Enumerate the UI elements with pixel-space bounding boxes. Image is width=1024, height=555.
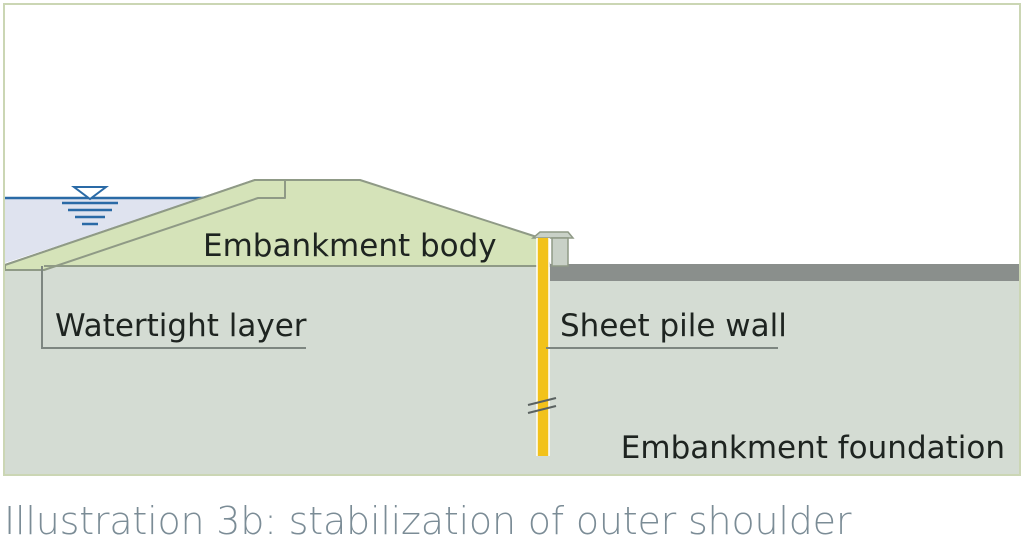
embankment-foundation-area — [5, 266, 1019, 474]
sheet-pile-wall-label: Sheet pile wall — [560, 308, 787, 344]
watertight-layer-label: Watertight layer — [55, 308, 307, 344]
watertight-layer-shape — [4, 179, 286, 271]
embankment-diagram: Embankment body Watertight layer Sheet p… — [3, 3, 1021, 476]
break-symbol — [527, 397, 557, 414]
water-level-triangle-icon — [62, 186, 118, 226]
paved-surface — [550, 264, 1019, 281]
embankment-foundation-label: Embankment foundation — [621, 430, 1005, 466]
watertight-layer-leader — [41, 266, 306, 349]
embankment-body-label: Embankment body — [203, 228, 497, 264]
figure-caption: Illustration 3b: stabilization of outer … — [4, 499, 852, 543]
sheet-pile-cap — [530, 231, 575, 267]
diagram-frame — [3, 3, 1021, 476]
